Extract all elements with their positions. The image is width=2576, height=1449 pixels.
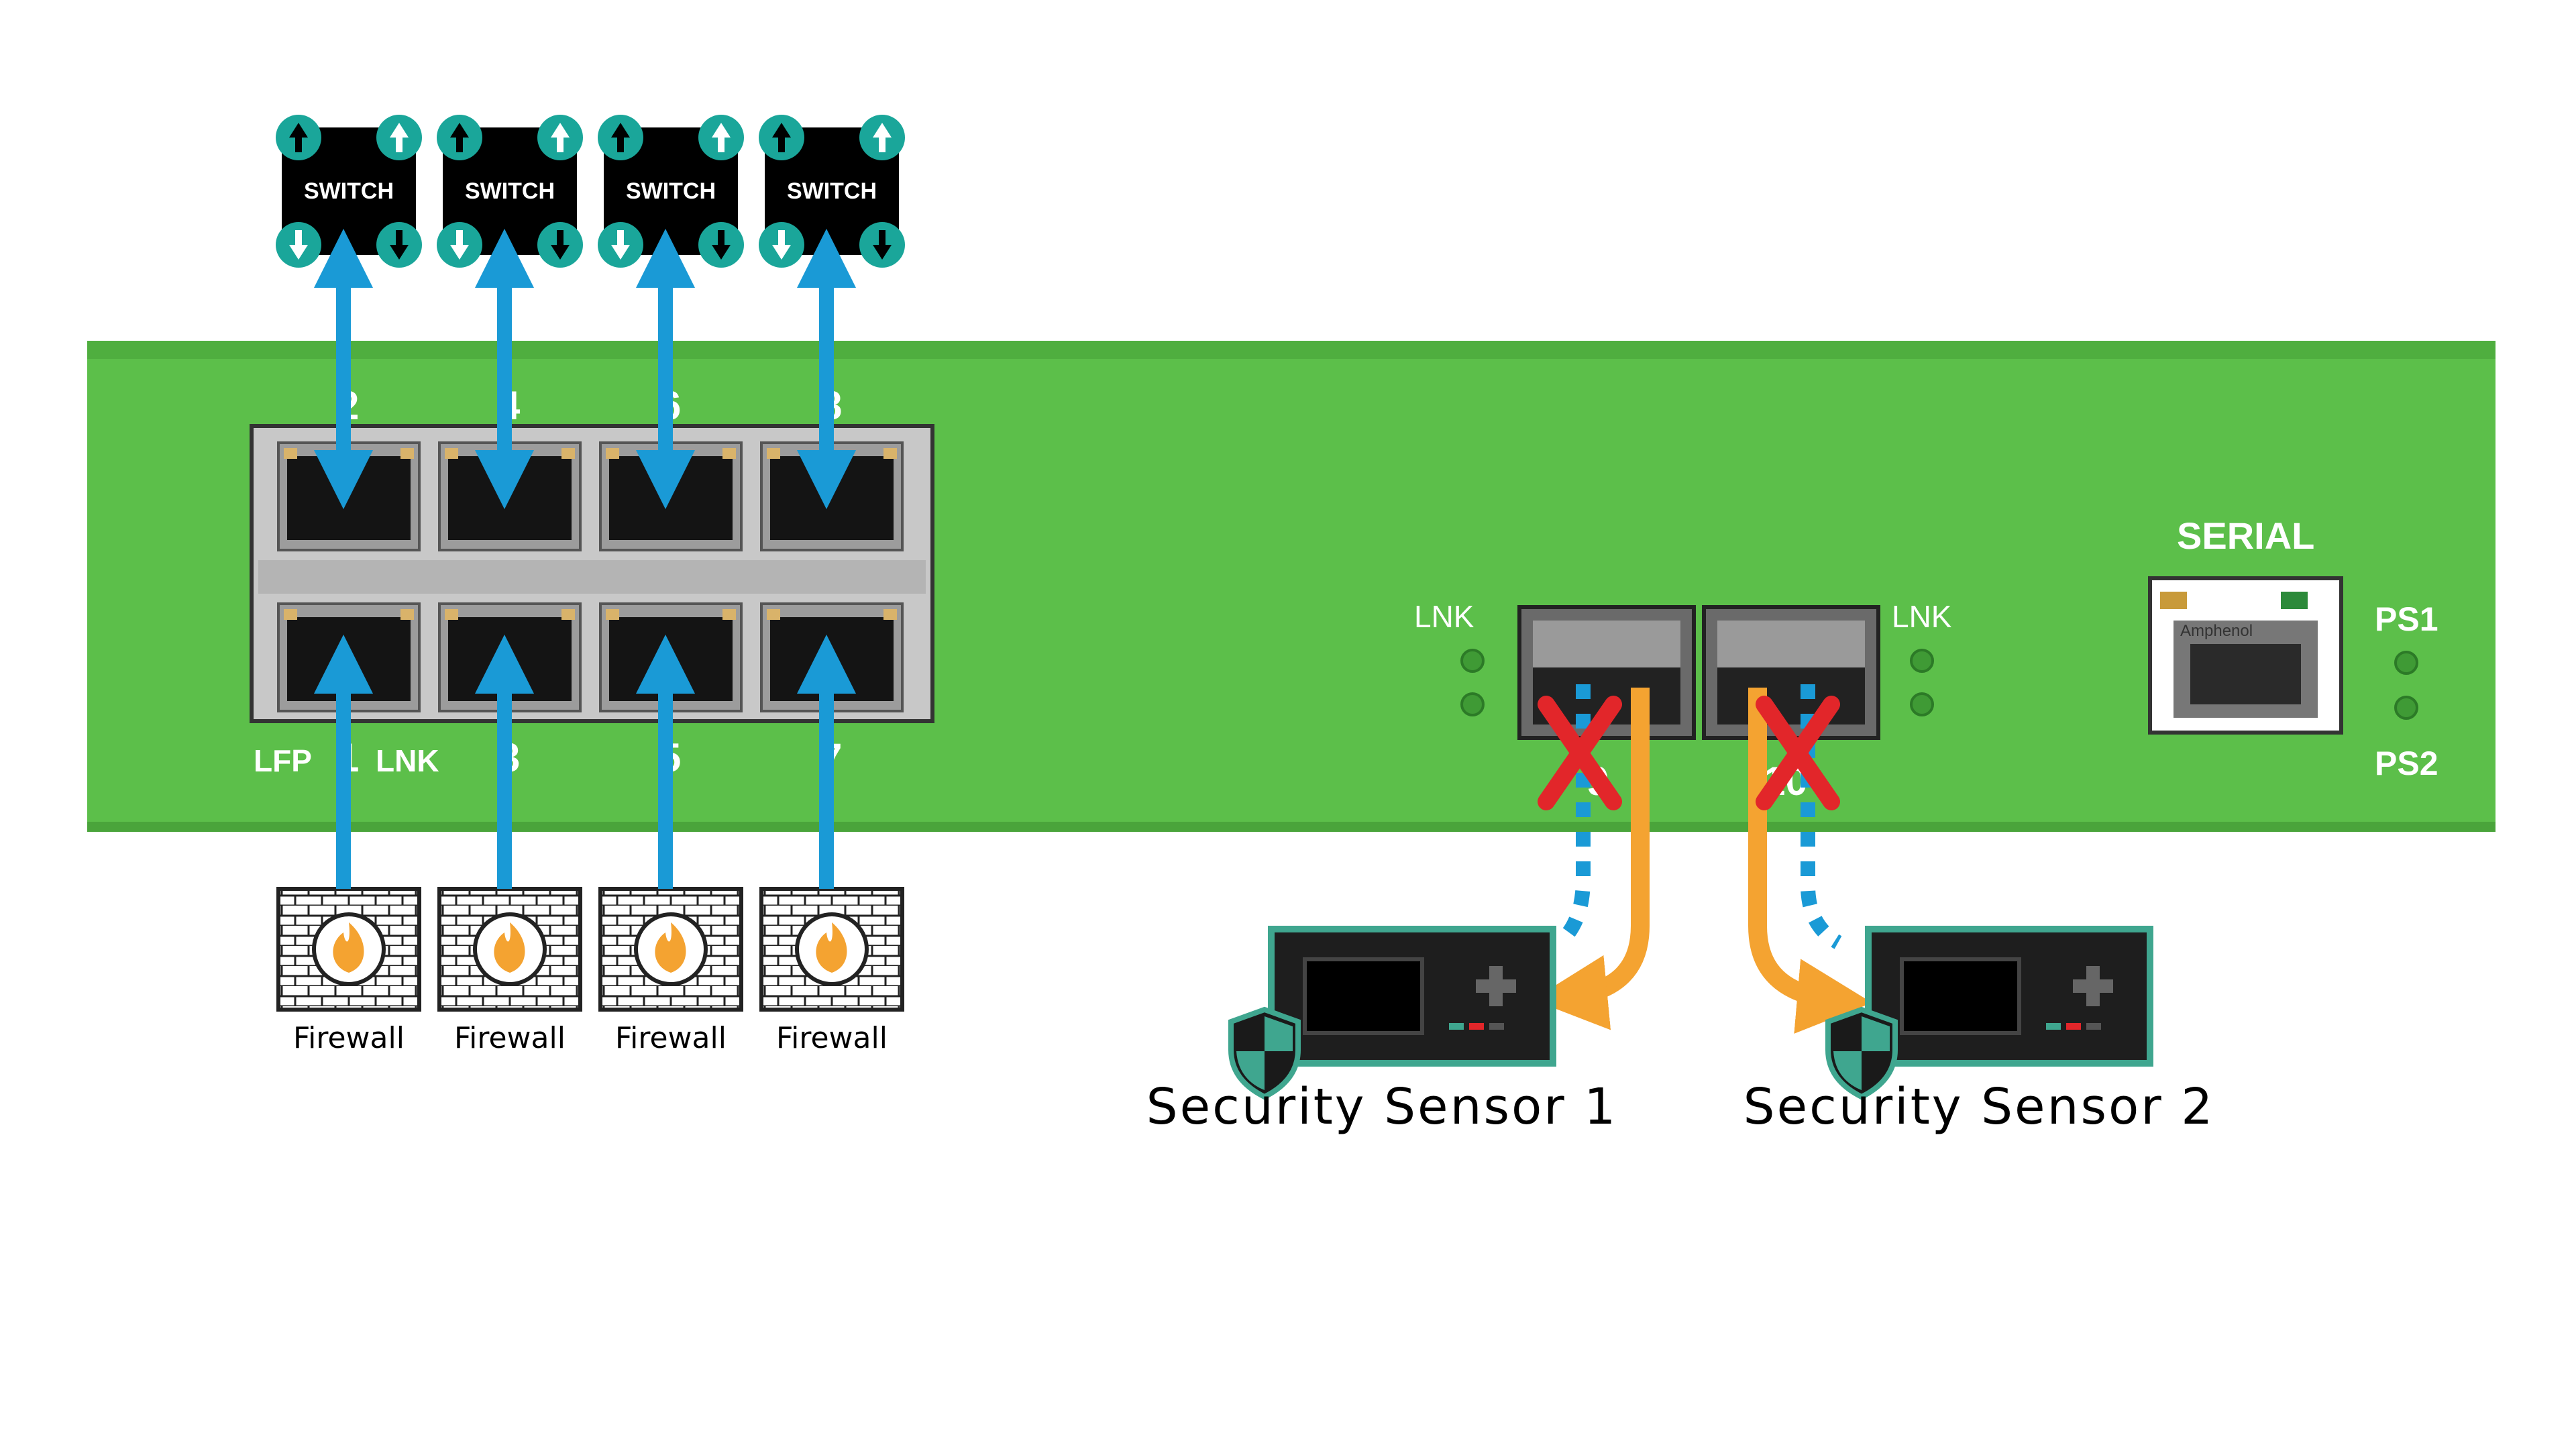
sensor-group: Security Sensor 1 Security Sensor 2: [1146, 926, 2215, 1136]
switch-label: SWITCH: [304, 178, 394, 204]
switch-label: SWITCH: [626, 178, 716, 204]
sfp-lnk-right-label: LNK: [1892, 599, 1952, 634]
serial-port-opening: [2190, 644, 2301, 704]
rj45-port[interactable]: [438, 441, 582, 551]
lfp-label: LFP: [254, 743, 312, 778]
switch-icon: SWITCH: [759, 115, 905, 268]
switch-label: SWITCH: [787, 178, 877, 204]
tap-orange-link-2: [1748, 688, 1872, 1034]
security-sensor: Security Sensor 2: [1743, 926, 2215, 1136]
serial-port-brand: Amphenol: [2180, 622, 2253, 640]
firewall-icon: Firewall: [598, 887, 743, 1055]
switch-label: SWITCH: [465, 178, 555, 204]
switch-icon: SWITCH: [437, 115, 583, 268]
ps2-label: PS2: [2375, 745, 2438, 782]
sfp-port-9-cage: [1533, 621, 1680, 667]
sensor-label: Security Sensor 2: [1743, 1078, 2215, 1136]
firewall-label: Firewall: [776, 1021, 888, 1055]
firewall-label: Firewall: [454, 1021, 566, 1055]
firewall-group: Firewall Firewall Firewall Firewall: [276, 887, 904, 1055]
chassis-top-lip: [87, 341, 2496, 361]
blocked-x-icon-2: [1756, 696, 1840, 810]
network-links: [314, 229, 856, 889]
switch-icon: SWITCH: [276, 115, 422, 268]
firewall-label: Firewall: [615, 1021, 727, 1055]
firewall-icon: Firewall: [276, 887, 421, 1055]
switch-group: SWITCH SWITCH SWITCH SWITCH: [276, 115, 905, 268]
sfp-led-left-2: [1460, 692, 1485, 716]
ps1-label: PS1: [2375, 600, 2438, 638]
ps1-led: [2394, 651, 2418, 675]
lnk-label-left: LNK: [376, 743, 439, 778]
sfp-lnk-left-label: LNK: [1414, 599, 1474, 634]
firewall-icon: Firewall: [437, 887, 582, 1055]
security-sensor: Security Sensor 1: [1146, 926, 1618, 1136]
serial-port-led-amber: [2160, 592, 2187, 609]
tap-orange-link-1: [1532, 688, 1650, 1030]
port-block-divider: [258, 560, 926, 594]
serial-port-led-green: [2281, 592, 2308, 609]
chassis-bottom-edge: [87, 822, 2496, 832]
sensor-label: Security Sensor 1: [1146, 1078, 1618, 1136]
sfp-led-right-2: [1910, 692, 1934, 716]
ps2-led: [2394, 696, 2418, 720]
firewall-icon: Firewall: [759, 887, 904, 1055]
serial-port[interactable]: Amphenol: [2148, 576, 2343, 735]
sfp-led-left-1: [1460, 649, 1485, 673]
serial-label: SERIAL: [2177, 515, 2314, 557]
sfp-port-10-cage: [1717, 621, 1865, 667]
tap-paths: [1532, 684, 1872, 1034]
blocked-x-icon-1: [1538, 696, 1622, 810]
firewall-label: Firewall: [293, 1021, 405, 1055]
switch-icon: SWITCH: [598, 115, 744, 268]
sfp-led-right-1: [1910, 649, 1934, 673]
